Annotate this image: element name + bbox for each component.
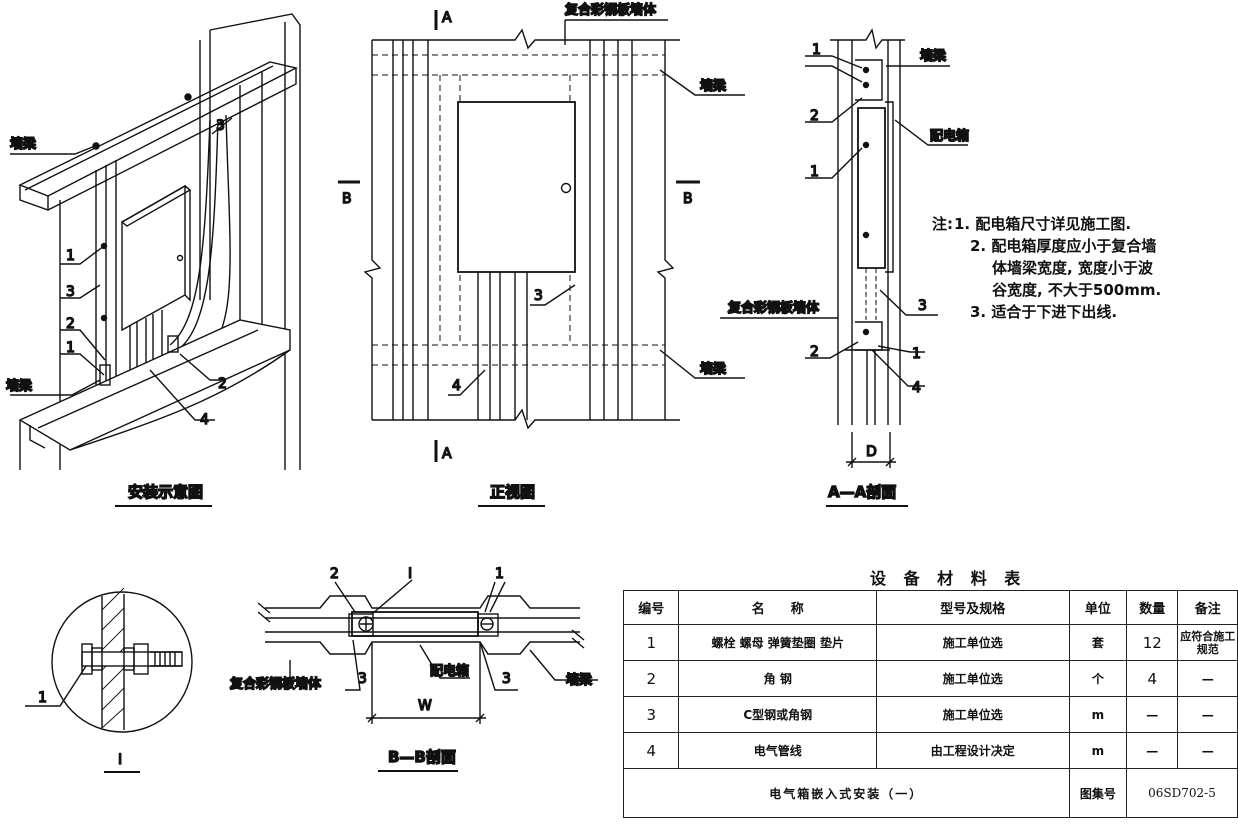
front-section-a-top: A [442, 10, 452, 26]
header-remark: 备注 [1177, 590, 1238, 625]
aa-label-2-a: 2 [810, 108, 819, 124]
bb-label-3-right: 3 [502, 671, 511, 687]
cell-no: 4 [622, 732, 680, 769]
caption-detail: I [118, 752, 122, 768]
front-composite-wall: 复合彩钢板墙体 [564, 2, 657, 18]
bb-label-i: I [408, 566, 412, 582]
caption-aa: A—A剖面 [828, 483, 896, 501]
cell-spec: 施工单位选 [876, 624, 1070, 661]
aa-label-1-c: 1 [912, 346, 921, 362]
table-row: 3 C型钢或角钢 施工单位选 m — — [622, 696, 1238, 733]
aa-composite-wall: 复合彩钢板墙体 [727, 300, 820, 316]
bb-label-1: 1 [495, 566, 504, 582]
bb-label-2: 2 [330, 566, 339, 582]
aa-section [720, 28, 968, 468]
aa-label-2-b: 2 [810, 344, 819, 360]
front-wall-beam-bottom: 墙梁 [700, 361, 727, 377]
caption-front: 正视图 [490, 483, 535, 501]
note-2: 2. 配电箱厚度应小于复合墙 [970, 237, 1157, 255]
aa-label-1-a: 1 [812, 42, 821, 58]
install-label-3: 3 [66, 284, 75, 300]
cell-remark: — [1177, 660, 1238, 697]
atlas-label: 图集号 [1068, 768, 1128, 818]
cell-unit: m [1068, 696, 1128, 733]
notes-head: 注: [932, 215, 953, 233]
cell-spec: 施工单位选 [876, 696, 1070, 733]
table-header-row: 编号 名 称 型号及规格 单位 数量 备注 [622, 590, 1238, 625]
install-label-2-b: 2 [218, 376, 227, 392]
cell-qty: — [1126, 732, 1179, 769]
note-1: 1. 配电箱尺寸详见施工图. [954, 215, 1132, 233]
cell-name: 电气管线 [678, 732, 878, 769]
cell-remark: — [1177, 696, 1238, 733]
install-label-1-a: 1 [66, 248, 75, 264]
caption-bb: B—B剖面 [388, 748, 456, 766]
aa-label-1-b: 1 [810, 164, 819, 180]
bb-section [257, 579, 598, 724]
note-3: 3. 适合于下进下出线. [970, 303, 1118, 321]
cell-no: 2 [622, 660, 680, 697]
installation-sketch [10, 13, 301, 470]
front-label-3: 3 [534, 288, 543, 304]
cell-unit: m [1068, 732, 1128, 769]
cell-remark: — [1177, 732, 1238, 769]
table-row: 4 电气管线 由工程设计决定 m — — [622, 732, 1238, 769]
header-qty: 数量 [1126, 590, 1179, 625]
table-title: 设 备 材 料 表 [870, 569, 1027, 588]
atlas-number: 06SD702-5 [1126, 768, 1238, 818]
cell-no: 3 [622, 696, 680, 733]
cell-remark: 应符合施工规范 [1177, 624, 1238, 661]
front-section-b-left: B [342, 191, 352, 207]
cell-unit: 个 [1068, 660, 1128, 697]
aa-dist-box: 配电箱 [930, 128, 969, 144]
bb-composite-wall: 复合彩钢板墙体 [229, 676, 322, 692]
cell-no: 1 [622, 624, 680, 661]
bb-wall-beam: 墙梁 [566, 672, 593, 688]
detail-label-1: 1 [38, 690, 47, 706]
cell-name: 螺栓 螺母 弹簧垫圈 垫片 [678, 624, 878, 661]
note-2-cont-b: 谷宽度, 不大于500mm. [992, 281, 1162, 299]
caption-install: 安装示意图 [128, 483, 203, 501]
cell-spec: 施工单位选 [876, 660, 1070, 697]
header-spec: 型号及规格 [876, 590, 1070, 625]
install-label-3-top: 3 [216, 118, 225, 134]
bb-dist-box: 配电箱 [430, 663, 469, 679]
bb-label-3-left: 3 [358, 671, 367, 687]
front-label-4: 4 [452, 378, 461, 394]
table-footer-row: 电气箱嵌入式安装（一） 图集号 06SD702-5 [623, 768, 1238, 818]
cell-qty: — [1126, 696, 1179, 733]
cell-name: C型钢或角钢 [678, 696, 878, 733]
front-section-a-bottom: A [442, 446, 452, 462]
aa-label-4: 4 [912, 380, 921, 396]
cell-name: 角 钢 [678, 660, 878, 697]
header-name: 名 称 [678, 590, 878, 625]
table-row: 1 螺栓 螺母 弹簧垫圈 垫片 施工单位选 套 12 应符合施工规范 [622, 624, 1238, 661]
header-unit: 单位 [1068, 590, 1128, 625]
install-label-2-a: 2 [66, 316, 75, 332]
material-table: 编号 名 称 型号及规格 单位 数量 备注 1 螺栓 螺母 弹簧垫圈 垫片 施工… [622, 590, 1238, 818]
cell-spec: 由工程设计决定 [876, 732, 1070, 769]
cell-qty: 4 [1126, 660, 1179, 697]
note-2-cont-a: 体墙梁宽度, 宽度小于波 [992, 259, 1153, 277]
bb-dim-w: W [418, 698, 432, 714]
cell-unit: 套 [1068, 624, 1128, 661]
cell-qty: 12 [1126, 624, 1179, 661]
install-wall-beam-top: 墙梁 [10, 136, 37, 152]
install-label-4: 4 [200, 412, 209, 428]
front-wall-beam-top: 墙梁 [700, 78, 727, 94]
drawing-title: 电气箱嵌入式安装（一） [623, 768, 1070, 818]
header-no: 编号 [622, 590, 680, 625]
table-row: 2 角 钢 施工单位选 个 4 — [622, 660, 1238, 697]
aa-label-3: 3 [918, 298, 927, 314]
aa-wall-beam: 墙梁 [920, 48, 947, 64]
front-view [338, 10, 745, 462]
aa-dim-d: D [866, 444, 877, 460]
install-label-1-b: 1 [66, 340, 75, 356]
detail-i [25, 587, 193, 733]
front-section-b-right: B [683, 191, 693, 207]
install-wall-beam-bottom: 墙梁 [6, 378, 33, 394]
